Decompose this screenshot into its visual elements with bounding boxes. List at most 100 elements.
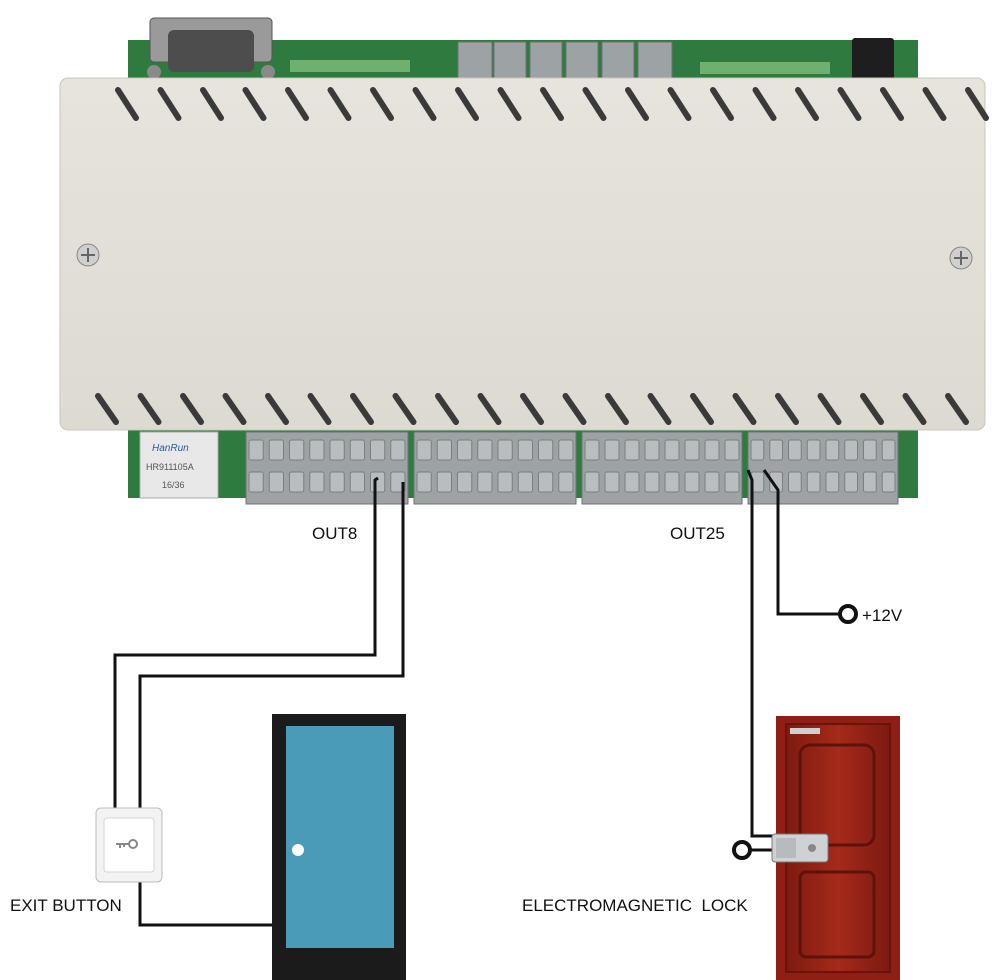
vent-slot [837, 87, 862, 121]
vent-slots-bottom [95, 393, 969, 425]
terminal-clamp [390, 471, 406, 493]
terminal-clamp [584, 439, 600, 461]
terminal-clamp [704, 439, 720, 461]
vent-slot [115, 87, 139, 121]
terminal-clamp [604, 439, 620, 461]
terminal-clamp [704, 471, 720, 493]
terminal-clamp [624, 471, 640, 493]
vent-slot [242, 87, 267, 121]
terminal-clamp [825, 439, 840, 461]
wire-exit-to-door [138, 880, 276, 927]
label-electromagnetic-lock: ELECTROMAGNETIC LOCK [522, 896, 748, 915]
terminal-clamp [497, 471, 513, 493]
vent-slot [455, 87, 479, 121]
vent-slot [540, 87, 564, 121]
electromagnetic-lock-icon [771, 833, 829, 863]
vent-slot [370, 87, 394, 121]
wire-out8-b [138, 482, 405, 812]
vent-slots-top [115, 87, 989, 121]
blue-door [272, 714, 406, 980]
terminal-clamp [769, 439, 783, 461]
terminal-clamp [329, 439, 345, 461]
vent-slot [562, 393, 587, 425]
terminal-clamp [724, 439, 740, 461]
vent-slot [265, 393, 289, 425]
terminal-clamp [750, 439, 765, 461]
vent-slot [477, 393, 502, 425]
terminal-clamp [497, 439, 513, 461]
wire-out25-lock [746, 469, 778, 838]
terminal-clamp [370, 439, 386, 461]
terminal-clamp [806, 471, 821, 493]
terminal-clamp [457, 439, 473, 461]
vent-slot [520, 393, 544, 425]
terminal-clamp [517, 439, 533, 461]
vent-slot [667, 87, 692, 121]
controller-enclosure [59, 77, 989, 431]
label-out25: OUT25 [670, 524, 725, 543]
terminal-clamp [477, 471, 493, 493]
rj45-model: HR911105A [146, 462, 194, 472]
plus-12v-terminal [838, 604, 858, 624]
terminal-clamp [684, 471, 700, 493]
label-plus-12v: +12V [862, 606, 903, 625]
vent-slot [625, 87, 649, 121]
vent-slot [180, 393, 204, 425]
vent-slot [880, 87, 904, 121]
vent-slot [965, 87, 989, 121]
terminal-clamp [436, 439, 452, 461]
vent-slot [922, 87, 947, 121]
terminal-clamp [329, 471, 345, 493]
wire-out25-12v [762, 469, 840, 616]
terminal-clamp [289, 439, 305, 461]
terminal-clamp [349, 471, 365, 493]
terminal-clamp [538, 439, 554, 461]
lock-terminal [732, 840, 775, 860]
rj45-ethernet-port: HanRun HR911105A 16/36 [139, 431, 219, 499]
label-out8: OUT8 [312, 524, 357, 543]
terminal-clamp [788, 439, 802, 461]
terminal-clamp [248, 439, 264, 461]
key-icon [116, 839, 138, 849]
terminal-clamp [309, 471, 325, 493]
wire-out8-a [113, 476, 379, 812]
vent-slot [157, 87, 182, 121]
vent-slot [902, 393, 927, 425]
vent-slot [860, 393, 884, 425]
door-knob-icon [292, 844, 304, 856]
terminal-clamp [664, 439, 680, 461]
screw-left [76, 243, 100, 267]
terminal-clamp [370, 471, 386, 493]
vent-slot [497, 87, 522, 121]
terminal-clamp [436, 471, 452, 493]
vent-slot [582, 87, 607, 121]
vent-slot [710, 87, 734, 121]
vent-slot [307, 393, 332, 425]
rj45-brand: HanRun [152, 443, 189, 454]
terminal-clamp [416, 471, 432, 493]
terminal-clamp [644, 439, 660, 461]
terminal-clamp [844, 471, 858, 493]
vent-slot [817, 393, 842, 425]
exit-button-device [95, 807, 163, 883]
vent-slot [137, 393, 162, 425]
vent-slot [732, 393, 757, 425]
terminal-clamp [844, 439, 858, 461]
terminal-clamp [684, 439, 700, 461]
terminal-clamp [806, 439, 821, 461]
terminal-clamp [349, 439, 365, 461]
vent-slot [752, 87, 777, 121]
vent-slot [795, 87, 819, 121]
terminal-clamp [268, 471, 284, 493]
wiring [113, 469, 840, 927]
terminal-clamp [248, 471, 264, 493]
terminal-clamp [289, 471, 305, 493]
rj45-code: 16/36 [162, 480, 185, 490]
vent-slot [95, 393, 119, 425]
terminal-clamp [268, 439, 284, 461]
vent-slot [392, 393, 417, 425]
vent-slot [285, 87, 309, 121]
vent-slot [647, 393, 672, 425]
terminal-clamp [624, 439, 640, 461]
